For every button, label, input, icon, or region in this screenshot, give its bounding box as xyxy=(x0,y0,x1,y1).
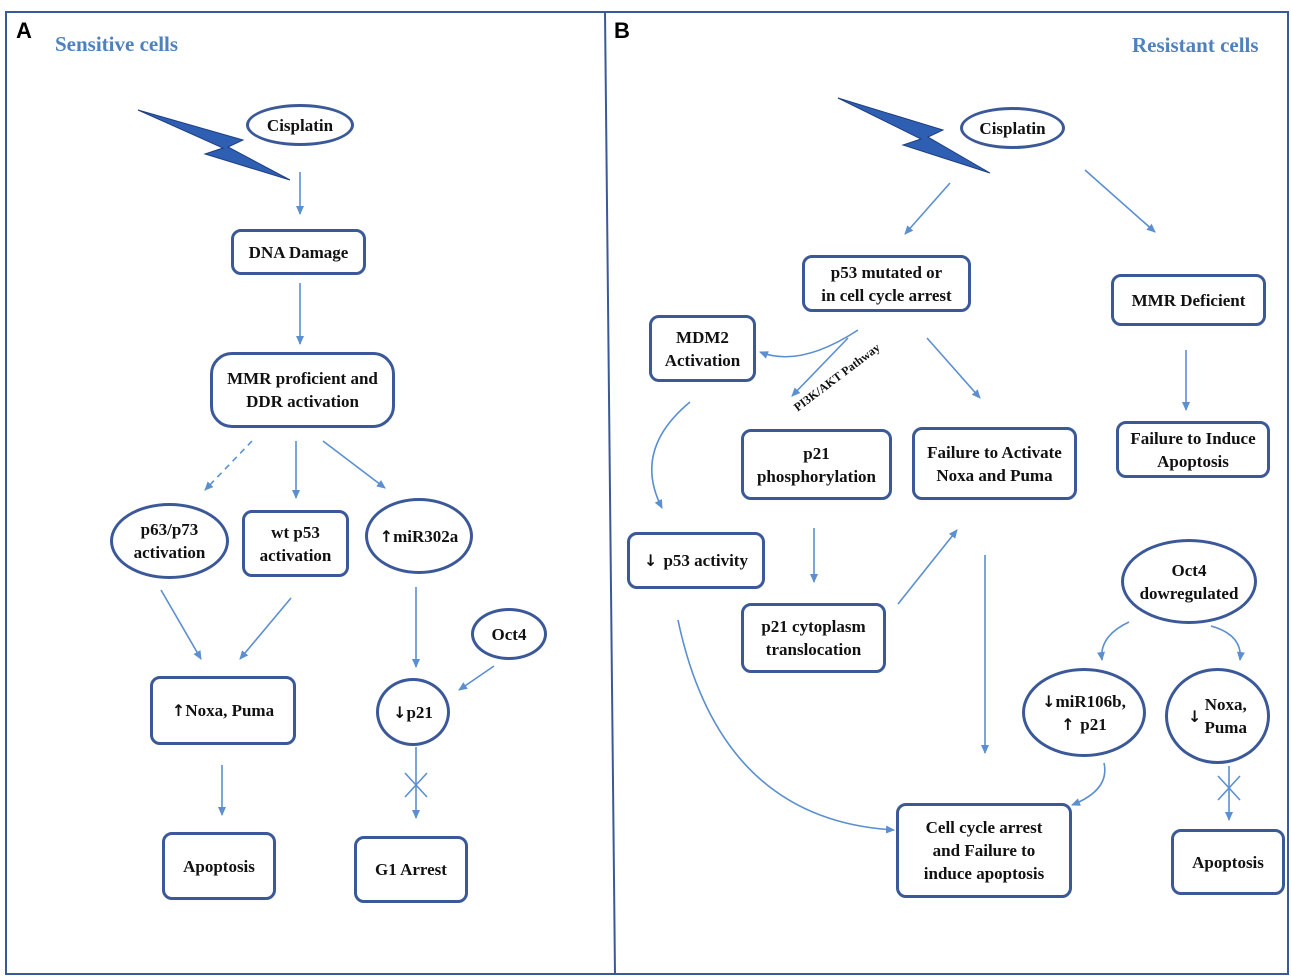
failure-activate-noxa-puma-node: Failure to Activate Noxa and Puma xyxy=(912,427,1077,500)
arrow-cisplatin-mmr xyxy=(1084,169,1156,233)
arrow-mir106b-cellcycle xyxy=(1071,762,1106,806)
cisplatin-node-a: Cisplatin xyxy=(246,104,354,146)
noxa-puma-down-text: Noxa, Puma xyxy=(1204,693,1247,739)
oct4-downregulated-node: Oct4 dowregulated xyxy=(1121,539,1257,624)
arrow-p63-noxa xyxy=(160,589,202,660)
arrow-p53-mdm2 xyxy=(759,329,859,359)
lightning-bolt-icon-a xyxy=(137,109,291,181)
arrow-cyto-failure-activate xyxy=(897,529,958,605)
p21-down-node: ↓p21 xyxy=(376,678,450,746)
panel-divider xyxy=(604,11,616,976)
p21-cytoplasm-translocation-node: p21 cytoplasm translocation xyxy=(741,603,886,673)
noxa-puma-label: Noxa, Puma xyxy=(185,701,275,720)
arrow-mmr-mir302a xyxy=(322,440,386,489)
block-mark-b2 xyxy=(1217,775,1241,801)
up-arrow-icon: ↑ xyxy=(171,701,186,720)
noxa-puma-up-node: ↑Noxa, Puma xyxy=(150,676,296,745)
panel-letter-a: A xyxy=(16,18,32,43)
p21-phosphorylation-node: p21 phosphorylation xyxy=(741,429,892,500)
down-arrow-icon: ↓ xyxy=(644,551,658,570)
arrow-oct4-noxa xyxy=(1210,625,1245,661)
wt-p53-node: wt p53 activation xyxy=(242,510,349,577)
apoptosis-node-b: Apoptosis xyxy=(1171,829,1285,895)
panel-title-a: Sensitive cells xyxy=(55,32,179,56)
oct4-node-a: Oct4 xyxy=(471,608,547,660)
mmr-deficient-node: MMR Deficient xyxy=(1111,274,1266,326)
mir302a-node: ↑miR302a xyxy=(365,498,473,574)
mir302a-label: miR302a xyxy=(393,526,459,546)
figure-frame xyxy=(5,11,1289,975)
panel-title-b: Resistant cells xyxy=(1132,33,1259,57)
arrow-oct4-mir106b xyxy=(1097,621,1130,661)
down-arrow-icon: ↓ xyxy=(1188,706,1202,726)
arrow-mdm2-p53activity xyxy=(650,401,691,509)
p21-up-label: p21 xyxy=(1080,714,1107,734)
down-arrow-icon: ↓ xyxy=(1042,691,1056,711)
block-mark-a2 xyxy=(404,772,428,798)
failure-induce-apoptosis-node: Failure to Induce Apoptosis xyxy=(1116,421,1270,478)
up-arrow-icon: ↑ xyxy=(379,526,394,546)
arrow-mmr-p63 xyxy=(204,440,253,491)
puma-label: Puma xyxy=(1204,718,1247,737)
p21-label: p21 xyxy=(406,702,433,722)
dna-damage-node: DNA Damage xyxy=(231,229,366,275)
mmr-proficient-node: MMR proficient and DDR activation xyxy=(210,352,395,428)
apoptosis-node-a: Apoptosis xyxy=(162,832,276,900)
p53-mutated-node: p53 mutated or in cell cycle arrest xyxy=(802,255,971,312)
p21-up-line: ↑ p21 xyxy=(1061,713,1106,736)
mdm2-activation-node: MDM2 Activation xyxy=(649,315,756,382)
lightning-bolt-icon-b xyxy=(837,97,991,174)
mir106b-p21-node: ↓miR106b, ↑ p21 xyxy=(1022,668,1146,757)
noxa-puma-down-node: ↓ Noxa, Puma xyxy=(1165,668,1270,764)
panel-letter-b: B xyxy=(614,18,630,43)
cell-cycle-arrest-node: Cell cycle arrest and Failure to induce … xyxy=(896,803,1072,898)
g1-arrest-node: G1 Arrest xyxy=(354,836,468,903)
up-arrow-icon: ↑ xyxy=(1061,714,1081,734)
arrow-p53-failure-activate xyxy=(926,337,981,399)
cisplatin-node-b: Cisplatin xyxy=(960,107,1065,149)
p63-p73-node: p63/p73 activation xyxy=(110,503,229,579)
arrow-wtp53-noxa xyxy=(239,597,292,660)
arrow-p53-p21phos xyxy=(791,337,849,397)
p53-activity-label: p53 activity xyxy=(663,551,748,570)
arrow-oct4-p21 xyxy=(458,665,495,691)
down-arrow-icon: ↓ xyxy=(393,702,407,722)
p53-activity-down-node: ↓ p53 activity xyxy=(627,532,765,589)
arrow-cisplatin-p53 xyxy=(904,182,951,235)
noxa-label: Noxa, xyxy=(1204,695,1247,714)
mir106b-line: ↓miR106b, xyxy=(1042,690,1126,713)
mir106b-label: miR106b, xyxy=(1055,691,1126,711)
arrow-p53activity-cellcycle xyxy=(677,619,895,834)
